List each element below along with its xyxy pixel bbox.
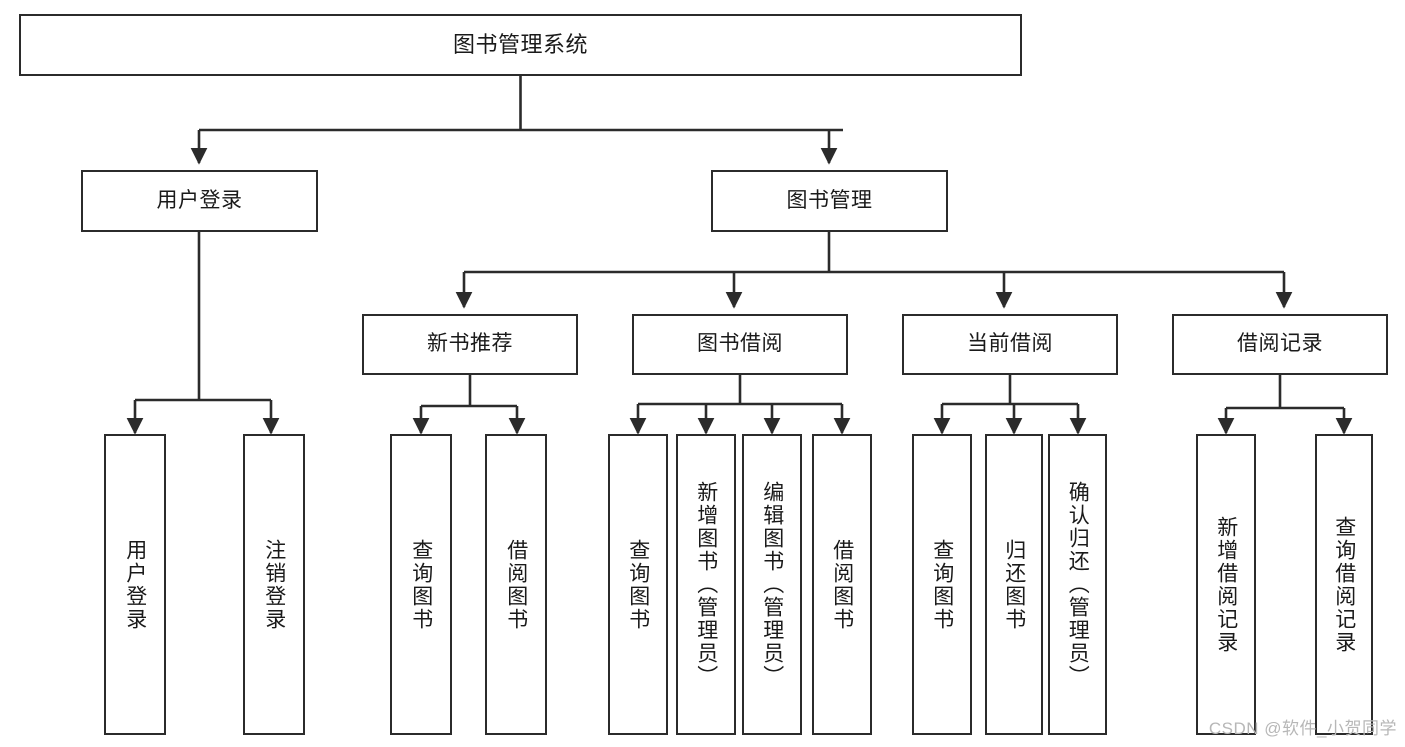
node-leaf-add-record[interactable]: 新增借阅记录 <box>1196 434 1256 735</box>
node-label: 查询图书 <box>409 538 433 631</box>
node-leaf-user-login[interactable]: 用户登录 <box>104 434 166 735</box>
node-leaf-query-book-2[interactable]: 查询图书 <box>608 434 668 735</box>
node-label: 新书推荐 <box>427 332 513 356</box>
node-root-system[interactable]: 图书管理系统 <box>19 14 1022 76</box>
node-user-login[interactable]: 用户登录 <box>81 170 318 232</box>
node-leaf-borrow-book-1[interactable]: 借阅图书 <box>485 434 547 735</box>
node-label: 注销登录 <box>262 538 286 631</box>
node-label: 用户登录 <box>156 188 243 212</box>
node-leaf-logout-login[interactable]: 注销登录 <box>243 434 305 735</box>
node-label: 图书管理 <box>786 188 873 212</box>
csdn-watermark: CSDN @软件_小贺同学 <box>1208 719 1397 738</box>
node-book-manage[interactable]: 图书管理 <box>711 170 948 232</box>
node-label: 查询借阅记录 <box>1332 515 1356 654</box>
node-leaf-query-book-3[interactable]: 查询图书 <box>912 434 972 735</box>
node-leaf-edit-book[interactable]: 编辑图书（管理员） <box>742 434 802 735</box>
node-label: 确认归还（管理员） <box>1066 481 1090 688</box>
node-label: 借阅记录 <box>1237 332 1323 356</box>
node-label: 编辑图书（管理员） <box>760 481 784 688</box>
node-leaf-return-book[interactable]: 归还图书 <box>985 434 1043 735</box>
node-label: 图书管理系统 <box>452 32 588 58</box>
node-borrow-record[interactable]: 借阅记录 <box>1172 314 1388 375</box>
node-label: 用户登录 <box>123 538 147 631</box>
node-label: 查询图书 <box>626 538 650 631</box>
node-label: 归还图书 <box>1002 538 1026 631</box>
node-label: 查询图书 <box>930 538 954 631</box>
node-book-borrow[interactable]: 图书借阅 <box>632 314 848 375</box>
node-label: 借阅图书 <box>504 538 528 631</box>
node-label: 当前借阅 <box>967 332 1053 356</box>
node-label: 图书借阅 <box>697 332 783 356</box>
node-label: 借阅图书 <box>830 538 854 631</box>
node-leaf-query-book-1[interactable]: 查询图书 <box>390 434 452 735</box>
node-leaf-confirm-return[interactable]: 确认归还（管理员） <box>1048 434 1107 735</box>
node-leaf-borrow-book-2[interactable]: 借阅图书 <box>812 434 872 735</box>
node-leaf-add-book[interactable]: 新增图书（管理员） <box>676 434 736 735</box>
node-new-book-recommend[interactable]: 新书推荐 <box>362 314 578 375</box>
node-label: 新增图书（管理员） <box>694 481 718 688</box>
node-leaf-query-record[interactable]: 查询借阅记录 <box>1315 434 1373 735</box>
node-label: 新增借阅记录 <box>1214 515 1238 654</box>
node-current-borrow[interactable]: 当前借阅 <box>902 314 1118 375</box>
